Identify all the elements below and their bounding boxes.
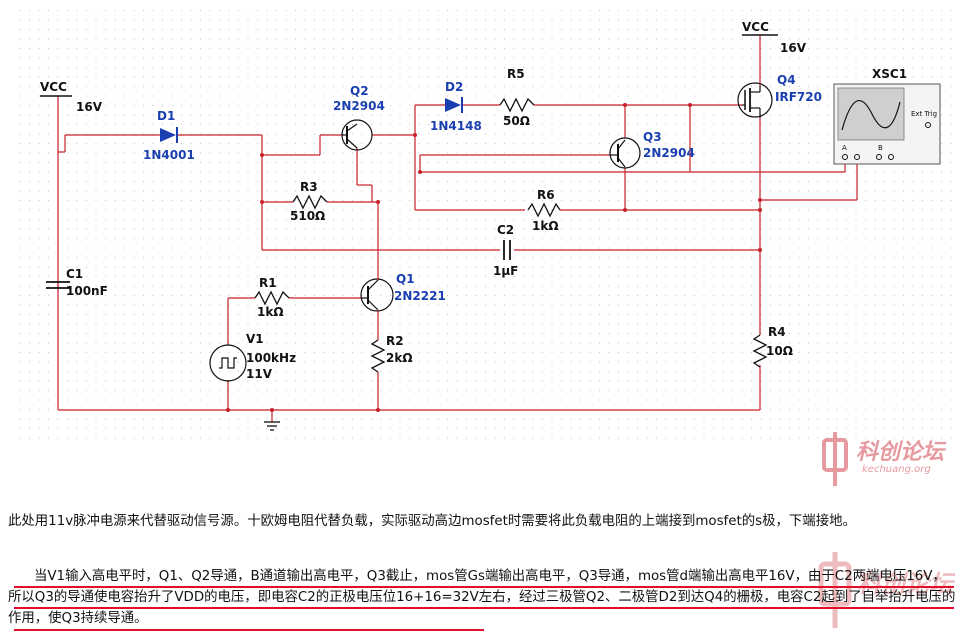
r1-value: 1kΩ: [257, 305, 284, 319]
mosfet-q4: Q4 IRF720: [737, 73, 822, 118]
kechuang-logo-icon: [822, 432, 848, 486]
resistor-r1: R1 1kΩ: [254, 276, 290, 319]
circuit-schematic: VCC 16V VCC 16V D1 1N4001 D2 1N4148 R5 5…: [12, 10, 956, 440]
resistor-r6: R6 1kΩ: [527, 188, 561, 233]
paragraph-1: 此处用11v脉冲电源来代替驱动信号源。十欧姆电阻代替负载，实际驱动高边mosfe…: [8, 514, 856, 529]
vcc-right-label: VCC: [742, 20, 769, 34]
xsc1-ch-a: A: [842, 144, 847, 152]
capacitor-c2: C2 1µF: [493, 223, 518, 278]
diode-d1: D1 1N4001: [143, 109, 195, 162]
watermark-logo-2: 科创论坛: [815, 548, 956, 638]
grid-background: [12, 10, 956, 440]
diode-d2: D2 1N4148: [430, 80, 482, 133]
xsc1-ext-trig: Ext Trig: [911, 110, 937, 118]
watermark-logo: 科创论坛 kechuang.org: [818, 430, 948, 490]
v1-ref: V1: [246, 332, 264, 346]
resistor-r5: R5 50Ω: [499, 67, 535, 128]
r2-ref: R2: [386, 334, 404, 348]
d2-ref: D2: [445, 80, 463, 94]
source-v1: V1 100kHz 11V: [209, 332, 296, 382]
q4-ref: Q4: [777, 73, 796, 87]
r6-ref: R6: [537, 188, 555, 202]
vcc-left-label: VCC: [40, 80, 67, 94]
xsc1-ref: XSC1: [872, 67, 907, 81]
oscilloscope-xsc1: XSC1 Ext Trig A B: [833, 67, 941, 165]
r4-ref: R4: [768, 325, 786, 339]
wires: [57, 35, 858, 422]
kechuang-logo-icon: 科创论坛: [818, 552, 956, 628]
d1-value: 1N4001: [143, 148, 195, 162]
junction-dots: [226, 103, 762, 412]
vcc-left-voltage: 16V: [76, 100, 103, 114]
d2-value: 1N4148: [430, 119, 482, 133]
r3-ref: R3: [300, 180, 318, 194]
r5-value: 50Ω: [503, 114, 530, 128]
q3-value: 2N2904: [643, 146, 695, 160]
resistor-r2: R2 2kΩ: [370, 334, 413, 373]
underline-2: [14, 607, 954, 609]
paragraph-2: 当V1输入高电平时，Q1、Q2导通，B通道输出高电平，Q3截止，mos管Gs端输…: [8, 569, 956, 626]
q1-ref: Q1: [396, 272, 415, 286]
resistor-r4: R4 10Ω: [752, 325, 793, 368]
vcc-left: VCC 16V: [40, 80, 103, 114]
c2-value: 1µF: [493, 264, 518, 278]
capacitor-c1: C1 100nF: [46, 267, 108, 298]
ground-symbol: [264, 421, 280, 431]
v1-amp: 11V: [246, 367, 273, 381]
c1-ref: C1: [66, 267, 83, 281]
q2-value: 2N2904: [333, 99, 385, 113]
c1-value: 100nF: [66, 284, 108, 298]
xsc1-ch-b: B: [878, 144, 883, 152]
underline-1: [14, 586, 954, 588]
svg-text:科创论坛: 科创论坛: [857, 570, 955, 598]
r5-ref: R5: [507, 67, 525, 81]
transistor-q3: Q3 2N2904: [609, 130, 695, 169]
v1-freq: 100kHz: [246, 351, 296, 365]
r1-ref: R1: [259, 276, 277, 290]
watermark-url: kechuang.org: [862, 464, 931, 475]
r6-value: 1kΩ: [532, 219, 559, 233]
q3-ref: Q3: [643, 130, 662, 144]
q1-value: 2N2221: [394, 289, 446, 303]
r3-value: 510Ω: [290, 209, 325, 223]
resistor-r3: R3 510Ω: [290, 180, 328, 223]
r2-value: 2kΩ: [386, 351, 413, 365]
r4-value: 10Ω: [766, 344, 793, 358]
q2-ref: Q2: [350, 84, 369, 98]
watermark-brand: 科创论坛: [856, 440, 945, 465]
vcc-right: VCC 16V: [742, 20, 807, 55]
c2-ref: C2: [497, 223, 514, 237]
q4-value: IRF720: [775, 90, 822, 104]
transistor-q1: Q1 2N2221: [360, 262, 446, 316]
d1-ref: D1: [157, 109, 175, 123]
vcc-right-voltage: 16V: [780, 41, 807, 55]
transistor-q2: Q2 2N2904: [333, 84, 385, 151]
underline-3: [14, 629, 484, 631]
